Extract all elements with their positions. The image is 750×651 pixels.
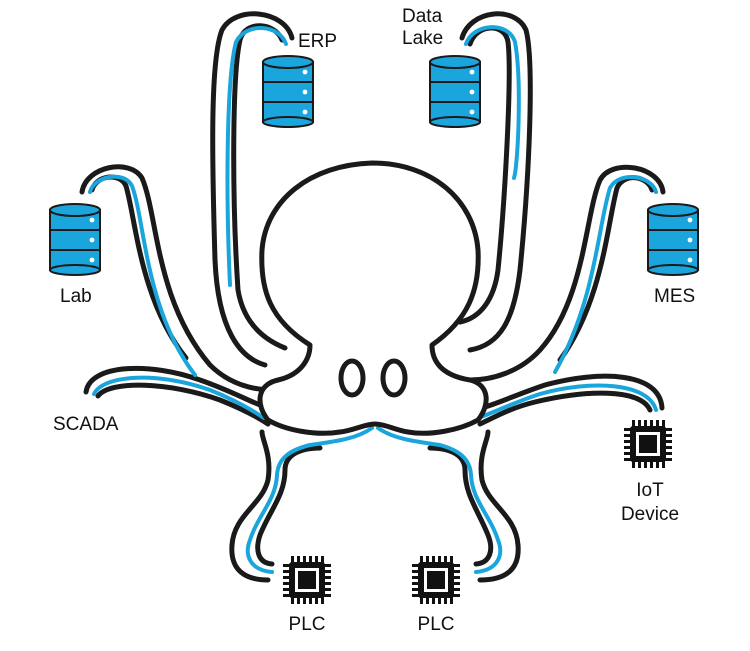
- accent-scada: [92, 375, 266, 420]
- lab-database-icon: [49, 203, 101, 276]
- plc-right-chip-icon: [412, 556, 460, 604]
- erp-database-icon: [262, 55, 314, 128]
- accent-iot: [476, 383, 658, 420]
- mes-database-icon: [647, 203, 699, 276]
- right-eye: [380, 358, 408, 398]
- accent-lab: [88, 174, 197, 377]
- tentacle-datalake-outer: [459, 11, 533, 353]
- tentacle-plc-right-inner: [427, 445, 494, 567]
- accent-mes: [553, 174, 658, 374]
- mes-label: MES: [654, 286, 696, 307]
- iot-label-line2: Device: [620, 504, 680, 525]
- data-lake-label-line1: Data: [402, 6, 443, 27]
- data-lake-database-icon: [429, 55, 481, 128]
- tentacle-erp-outer: [210, 11, 295, 368]
- tentacle-plc-left-inner: [255, 445, 323, 567]
- plc-left-chip-icon: [283, 556, 331, 604]
- accent-erp: [225, 26, 288, 287]
- scada-label: SCADA: [53, 414, 119, 435]
- octopus-body: [257, 160, 489, 436]
- head-mantle: [257, 160, 489, 436]
- tentacle-scada-inner: [95, 382, 271, 427]
- tentacle-scada-outer: [83, 365, 278, 413]
- lab-label: Lab: [60, 286, 92, 307]
- tentacle-plc-right-outer: [477, 429, 521, 583]
- accent-datalake: [464, 25, 521, 180]
- tentacle-accents: [88, 25, 658, 574]
- erp-label: ERP: [298, 31, 338, 52]
- accent-plc-right: [376, 426, 503, 574]
- tentacle-iot-outer: [472, 373, 665, 413]
- iot-label-line1: IoT: [636, 480, 664, 501]
- data-lake-label-line2: Lake: [402, 28, 444, 49]
- iot-chip-icon: [624, 420, 672, 468]
- tentacle-lab-outer: [79, 164, 275, 393]
- plc-left-label: PLC: [288, 614, 326, 635]
- accent-plc-left: [245, 426, 374, 574]
- tentacle-lab-inner: [89, 174, 189, 361]
- tentacle-mes-outer: [467, 164, 666, 383]
- plc-right-label: PLC: [417, 614, 455, 635]
- tentacle-iot-inner: [477, 390, 653, 427]
- tentacle-plc-left-outer: [229, 429, 272, 583]
- left-eye: [338, 358, 366, 398]
- tentacle-erp-inner: [231, 23, 288, 351]
